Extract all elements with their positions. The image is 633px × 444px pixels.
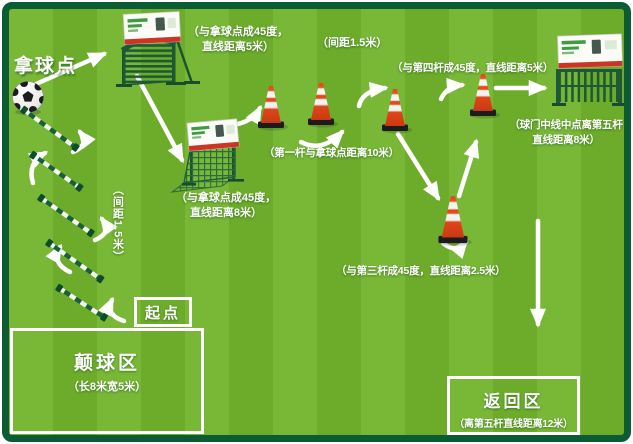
note-rebounder2-line2: 直线距离8米） xyxy=(189,207,263,220)
juggle-zone-subtitle: （长8米宽5米） xyxy=(67,381,147,393)
return-zone-box: 返回区 （离第五杆直线距离12米） xyxy=(447,376,580,435)
note-rebounder2-line1: （与拿球点成45度， xyxy=(175,192,277,204)
soccer-ball xyxy=(12,81,44,115)
arrow-hurdle-2 xyxy=(27,150,49,186)
return-zone-title: 返回区 xyxy=(483,392,544,411)
note-hurdle-spacing: （间距1.5米） xyxy=(111,183,124,263)
cone-pole-2 xyxy=(308,83,338,128)
hurdle-2 xyxy=(29,150,84,192)
hurdle-5 xyxy=(55,283,109,322)
hurdle-3 xyxy=(37,193,95,238)
arrow-hurdle-3 xyxy=(92,216,118,243)
note-rebounder1-line2: 直线距离5米） xyxy=(201,41,275,54)
note-pole3: （与第三杆成45度，直线距离2.5米） xyxy=(336,265,506,277)
arrow-around-cone5 xyxy=(438,77,466,102)
note-goal: （球门中线中点离第五杆 直线距离8米） xyxy=(503,118,624,147)
start-point-box: 起点 xyxy=(134,297,192,327)
note-pole1: （第一杆与拿球点距离10米） xyxy=(264,147,399,159)
goal xyxy=(552,33,624,106)
rebounder-1 xyxy=(116,11,200,87)
note-cone-spacing: （间距1.5米） xyxy=(317,37,388,49)
arrow-cone3-to-cone4 xyxy=(395,131,441,202)
start-point-label: 起点 xyxy=(144,304,181,322)
cone-pole-4 xyxy=(438,196,473,246)
juggle-zone-box: 颠球区 （长8米宽5米） xyxy=(10,328,204,434)
rebounder-2 xyxy=(170,118,244,193)
arrow-ball-to-rebounder1 xyxy=(33,51,108,87)
arrow-cone4-to-cone5 xyxy=(456,138,480,199)
hurdle-4 xyxy=(45,238,105,284)
arrow-hurdle-5 xyxy=(98,296,127,324)
note-pole4: （与第四杆成45度，直线距离5米） xyxy=(392,62,554,74)
sign-board-1 xyxy=(122,11,182,45)
arrow-rebounder1-to-rebounder2 xyxy=(134,73,185,164)
pickup-point-label: 拿球点 xyxy=(14,56,78,77)
hurdle-row xyxy=(20,105,109,322)
cone-pole-3 xyxy=(382,89,412,134)
arrow-around-cone2 xyxy=(298,129,345,149)
note-goal-line2: 直线距离8米） xyxy=(532,133,600,146)
note-rebounder1-line1: （与拿球点成45度， xyxy=(187,26,289,38)
cone-pole-5 xyxy=(470,74,500,119)
note-goal-line1: （球门中线中点离第五杆 xyxy=(509,119,623,131)
sign-board-2 xyxy=(186,118,240,152)
note-rebounder2: （与拿球点成45度， 直线距离8米） xyxy=(166,191,286,222)
sign-board-goal xyxy=(557,33,623,69)
note-rebounder1: （与拿球点成45度， 直线距离5米） xyxy=(175,25,301,56)
juggle-zone-title: 颠球区 xyxy=(73,353,140,374)
arrow-around-cone3 xyxy=(356,81,389,109)
return-zone-subtitle: （离第五杆直线距离12米） xyxy=(454,419,573,430)
cone-pole-1 xyxy=(258,86,288,131)
hurdle-1 xyxy=(20,105,80,152)
